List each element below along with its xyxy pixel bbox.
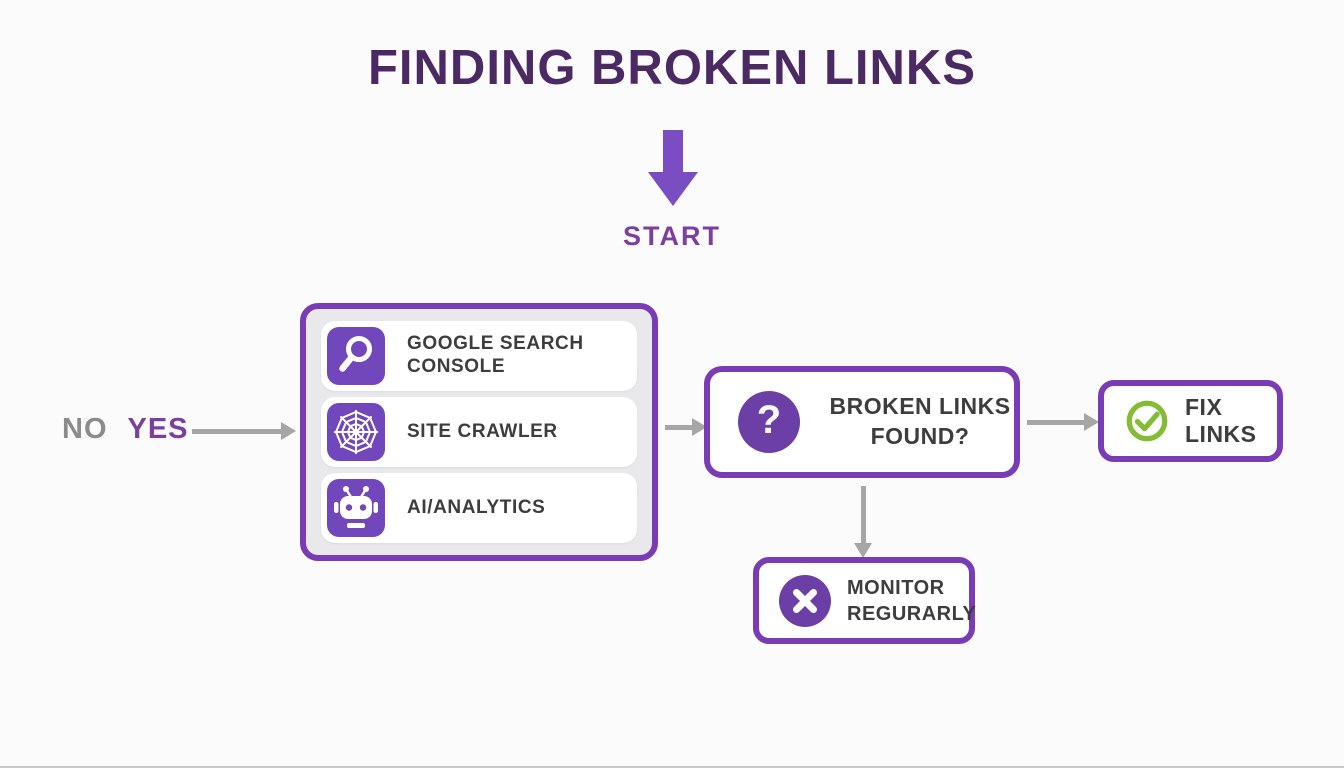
- branch-labels: NO YES: [62, 413, 189, 446]
- arrow-decision-to-fix: [1027, 413, 1099, 431]
- spider-web-icon: [327, 403, 385, 461]
- tools-box: GOOGLE SEARCH CONSOLE SITE CRAWLER: [300, 303, 658, 561]
- fix-links-box: FIX LINKS: [1098, 380, 1283, 462]
- tool-card-google-search-console: GOOGLE SEARCH CONSOLE: [321, 321, 637, 391]
- page-title: FINDING BROKEN LINKS: [368, 41, 976, 95]
- monitor-box: MONITOR REGURARLY: [753, 557, 977, 644]
- tool-label: GOOGLE SEARCH CONSOLE: [407, 333, 584, 377]
- tool-card-site-crawler: SITE CRAWLER: [321, 397, 637, 467]
- check-circle-icon: [1126, 400, 1168, 442]
- robot-icon: [327, 479, 385, 537]
- arrow-yes-to-tools: [192, 422, 296, 440]
- magnifier-icon: [327, 327, 385, 385]
- decision-box: ? BROKEN LINKS FOUND?: [704, 366, 1020, 478]
- tool-card-ai-analytics: AI/ANALYTICS: [321, 473, 637, 543]
- no-label: NO: [62, 413, 108, 445]
- tool-label: AI/ANALYTICS: [407, 496, 546, 518]
- down-block-arrow-icon: [648, 130, 698, 206]
- decision-label: BROKEN LINKS FOUND?: [829, 393, 1011, 449]
- arrow-decision-to-monitor: [854, 486, 872, 558]
- yes-label: YES: [127, 413, 189, 445]
- arrow-tools-to-decision: [665, 418, 707, 436]
- question-mark-icon: ?: [738, 391, 800, 453]
- monitor-label: MONITOR REGURARLY: [847, 576, 977, 625]
- start-label: START: [623, 221, 721, 251]
- fix-links-label: FIX LINKS: [1185, 394, 1257, 447]
- x-cross-icon: [779, 574, 831, 627]
- tool-label: SITE CRAWLER: [407, 420, 558, 442]
